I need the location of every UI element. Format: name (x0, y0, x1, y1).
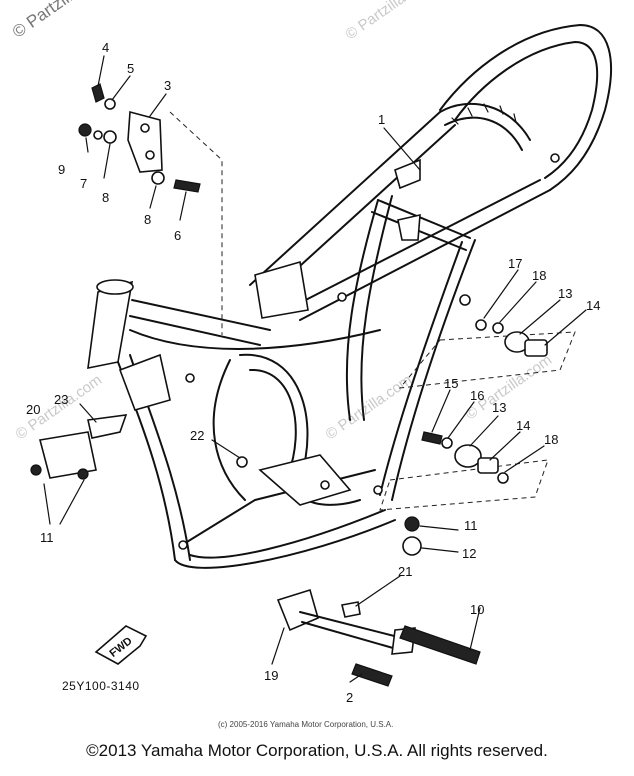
nut-11 (404, 516, 420, 532)
callout-5: 5 (127, 61, 134, 76)
callout-2: 2 (346, 690, 353, 705)
callout-15: 15 (444, 376, 458, 391)
callout-17: 17 (508, 256, 522, 271)
callout-13a: 13 (558, 286, 572, 301)
callout-11b: 11 (40, 530, 54, 545)
callout-3: 3 (164, 78, 171, 93)
watermark-top-left: © Partzilla.com (9, 0, 114, 42)
bolt-15 (421, 431, 443, 445)
diagram-code: 25Y100-3140 (62, 679, 140, 693)
lower-bracket-group (30, 414, 248, 525)
bracket-20 (39, 431, 97, 479)
callout-11a: 11 (464, 518, 478, 533)
cover-23 (87, 414, 128, 439)
washer-5 (104, 98, 116, 110)
watermark-faint-mid: © Partzilla.com (323, 371, 416, 443)
fwd-arrow: FWD (94, 625, 148, 665)
bracket-3 (127, 110, 163, 173)
callout-9: 9 (58, 162, 65, 177)
sidestand-bracket-19 (276, 588, 319, 632)
bolt-4 (91, 83, 105, 103)
callout-14a: 14 (586, 298, 600, 313)
callout-8a: 8 (102, 190, 109, 205)
nut-11-left-a (30, 464, 42, 476)
callout-19: 19 (264, 668, 278, 683)
callout-8b: 8 (144, 212, 151, 227)
cap-12 (402, 536, 422, 556)
sidestand-group (276, 588, 481, 687)
callout-21: 21 (398, 564, 412, 579)
callout-13b: 13 (492, 400, 506, 415)
watermark-faint-top: © Partzilla.com (343, 0, 436, 43)
callout-4: 4 (102, 40, 109, 55)
bolt-2 (351, 663, 393, 687)
callout-1: 1 (378, 112, 385, 127)
washer-7 (93, 130, 103, 140)
leader-lines (79, 55, 587, 683)
callout-14b: 14 (516, 418, 530, 433)
bolt-10 (399, 625, 481, 665)
callout-18b: 18 (544, 432, 558, 447)
collar-8b (151, 171, 165, 185)
collar-8 (103, 130, 117, 144)
callout-7: 7 (80, 176, 87, 191)
nut-9 (78, 123, 92, 137)
callouts: 1 2 3 4 5 6 7 8 8 9 10 11 11 12 13 13 14… (26, 40, 600, 705)
nut-11-left-b (77, 468, 89, 480)
engine-mount-group (379, 319, 576, 556)
callout-18a: 18 (532, 268, 546, 283)
copyright-footer: ©2013 Yamaha Motor Corporation, U.S.A. A… (86, 741, 548, 760)
callout-20: 20 (26, 402, 40, 417)
engine-bracket-group (78, 83, 223, 335)
damper-13b (454, 444, 482, 468)
callout-23: 23 (54, 392, 68, 407)
washer-16 (441, 437, 453, 449)
washer-18 (492, 322, 504, 334)
callout-6: 6 (174, 228, 181, 243)
main-frame (87, 24, 612, 569)
washer-18b (497, 472, 509, 484)
callout-12: 12 (462, 546, 476, 561)
callout-16: 16 (470, 388, 484, 403)
grommet-22 (236, 456, 248, 468)
bolt-17 (475, 319, 487, 331)
fine-print: (c) 2005-2016 Yamaha Motor Corporation, … (218, 720, 393, 729)
collar-14 (524, 339, 548, 357)
callout-22: 22 (190, 428, 204, 443)
bolt-6 (173, 179, 201, 193)
callout-10: 10 (470, 602, 484, 617)
collar-14b (477, 457, 499, 474)
spring-21 (341, 601, 361, 618)
